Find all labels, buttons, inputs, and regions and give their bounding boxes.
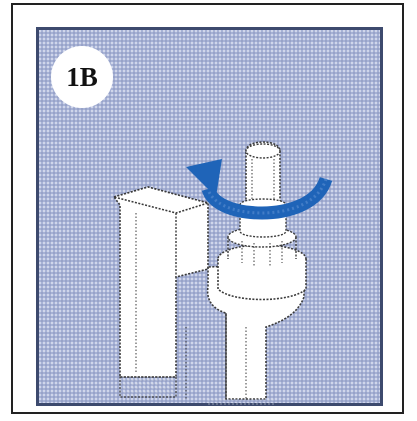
rotate-arrow-icon — [186, 159, 333, 220]
step-badge: 1B — [51, 46, 113, 108]
device-cap — [239, 141, 287, 238]
inhaler-illustration — [110, 141, 333, 405]
device-collar — [217, 226, 307, 301]
device-housing — [110, 186, 211, 398]
